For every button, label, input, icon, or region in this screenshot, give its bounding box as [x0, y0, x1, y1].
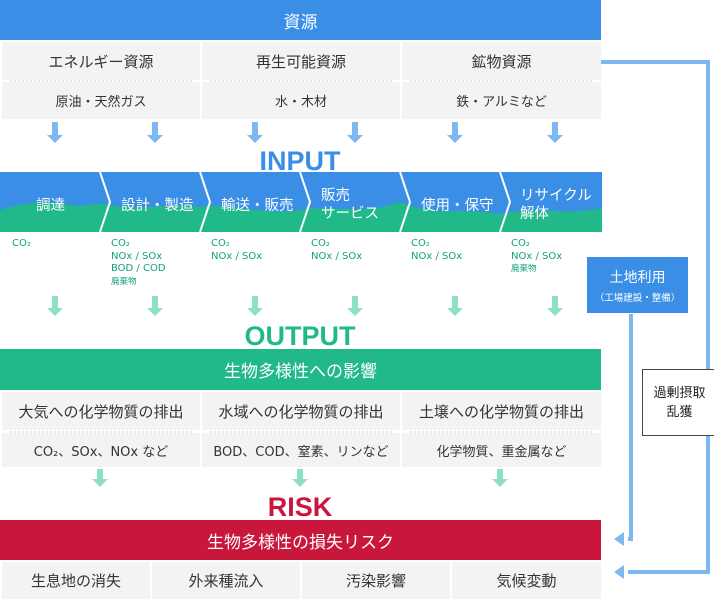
emission-item: BOD / COD: [111, 263, 166, 274]
biodiversity-impact-header: 生物多様性への影響: [0, 349, 601, 390]
stage-procurement: 調達: [36, 198, 65, 214]
risk-pollution: 汚染影響: [302, 562, 450, 599]
resource-examples-mineral: 鉄・アルミなど: [402, 82, 601, 119]
risk-climate-change: 気候変動: [452, 562, 601, 599]
stage-chevrons: [99, 172, 512, 232]
emission-item: NOx / SOx: [111, 250, 163, 262]
emission-item: CO₂: [511, 238, 530, 249]
resource-examples-renewable: 水・木材: [202, 82, 400, 119]
input-title: INPUT: [259, 146, 341, 176]
emission-item: NOx / SOx: [211, 250, 263, 262]
stage-sales-service: 販売 サービス: [321, 188, 379, 222]
biodiversity-loss-header: 生物多様性の損失リスク: [0, 520, 601, 560]
risk-title: RISK: [267, 492, 333, 522]
stage-use-maintenance: 使用・保守: [421, 198, 494, 214]
right-loop-arrowheads: [614, 532, 624, 579]
impact-water-examples: BOD、COD、窒素、リンなど: [202, 433, 400, 467]
emissions-sales-service: CO₂ NOx / SOx: [311, 238, 362, 263]
emission-item: CO₂: [12, 238, 31, 249]
impact-water: 水域への化学物質の排出: [202, 392, 400, 430]
resource-category-mineral: 鉱物資源: [402, 42, 601, 80]
resources-header: 資源: [0, 0, 601, 40]
output-down-arrows: [47, 296, 563, 316]
emission-item: CO₂: [211, 238, 230, 249]
emissions-recycle-dismantle: CO₂ NOx / SOx 廃棄物: [511, 238, 562, 276]
emission-item: NOx / SOx: [311, 250, 363, 262]
impact-soil: 土壌への化学物質の排出: [402, 392, 601, 430]
emission-item: 廃棄物: [111, 276, 137, 287]
resource-category-energy: エネルギー資源: [2, 42, 200, 80]
emissions-transport-sales: CO₂ NOx / SOx: [211, 238, 262, 263]
emission-item: NOx / SOx: [511, 250, 563, 262]
land-use-subtitle: （工場建設・整備）: [594, 292, 681, 304]
input-down-arrows: [47, 122, 563, 143]
emission-item: CO₂: [311, 238, 330, 249]
emission-item: CO₂: [411, 238, 430, 249]
emission-item: 廃棄物: [511, 264, 537, 274]
resource-examples-energy: 原油・天然ガス: [2, 82, 200, 119]
emission-item: CO₂: [111, 238, 130, 249]
resource-category-renewable: 再生可能資源: [202, 42, 400, 80]
land-use-box: 土地利用 （工場建設・整備）: [587, 257, 688, 313]
emissions-procurement: CO₂: [12, 238, 31, 251]
overharvest-box: 過剰摂取 乱獲: [642, 369, 714, 436]
risk-habitat-loss: 生息地の消失: [2, 562, 150, 599]
impact-air: 大気への化学物質の排出: [2, 392, 200, 430]
right-loop-lines: [601, 60, 710, 574]
stage-transport-sales: 輸送・販売: [221, 198, 294, 214]
stage-design-manufacturing: 設計・製造: [121, 198, 194, 214]
emission-item: NOx / SOx: [411, 250, 463, 262]
impact-air-examples: CO₂、SOx、NOx など: [2, 433, 200, 467]
input-stage-band: [0, 172, 602, 232]
output-title: OUTPUT: [244, 321, 356, 351]
risk-invasive-species: 外来種流入: [152, 562, 300, 599]
stage-recycle-dismantle: リサイクル 解体: [520, 188, 592, 222]
risk-down-arrows: [92, 469, 508, 487]
impact-soil-examples: 化学物質、重金属など: [402, 433, 601, 467]
land-use-title: 土地利用: [609, 269, 666, 286]
emissions-use-maintenance: CO₂ NOx / SOx: [411, 238, 462, 263]
emissions-design-manufacturing: CO₂ NOx / SOx BOD / COD 廃棄物: [111, 238, 166, 288]
